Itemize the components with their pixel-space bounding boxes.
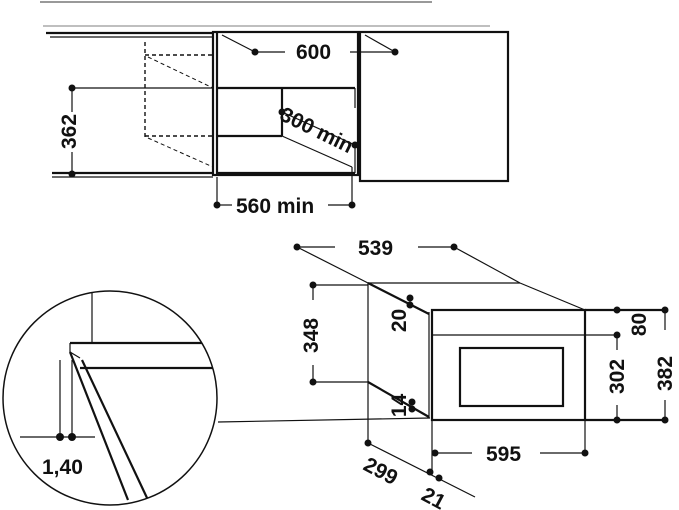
total-height-label: 382 (654, 355, 678, 392)
top-band-label: 80 (628, 312, 652, 337)
door-height-label: 302 (606, 358, 630, 395)
niche-inner-width-label: 560 min (236, 195, 315, 218)
appliance-drawing (293, 243, 669, 498)
top-offset-label: 20 (388, 308, 412, 333)
appliance-width-label: 595 (486, 443, 522, 466)
appliance-depth-label: 539 (358, 237, 394, 260)
niche-height-label: 362 (58, 113, 82, 150)
bottom-offset-label: 14 (388, 393, 412, 418)
niche-width-label: 600 (296, 41, 332, 64)
detail-circle (2, 290, 431, 506)
niche-drawing (40, 1, 510, 209)
appliance-body-height-label: 348 (300, 317, 324, 354)
detail-gap-label: 1,40 (42, 456, 83, 479)
